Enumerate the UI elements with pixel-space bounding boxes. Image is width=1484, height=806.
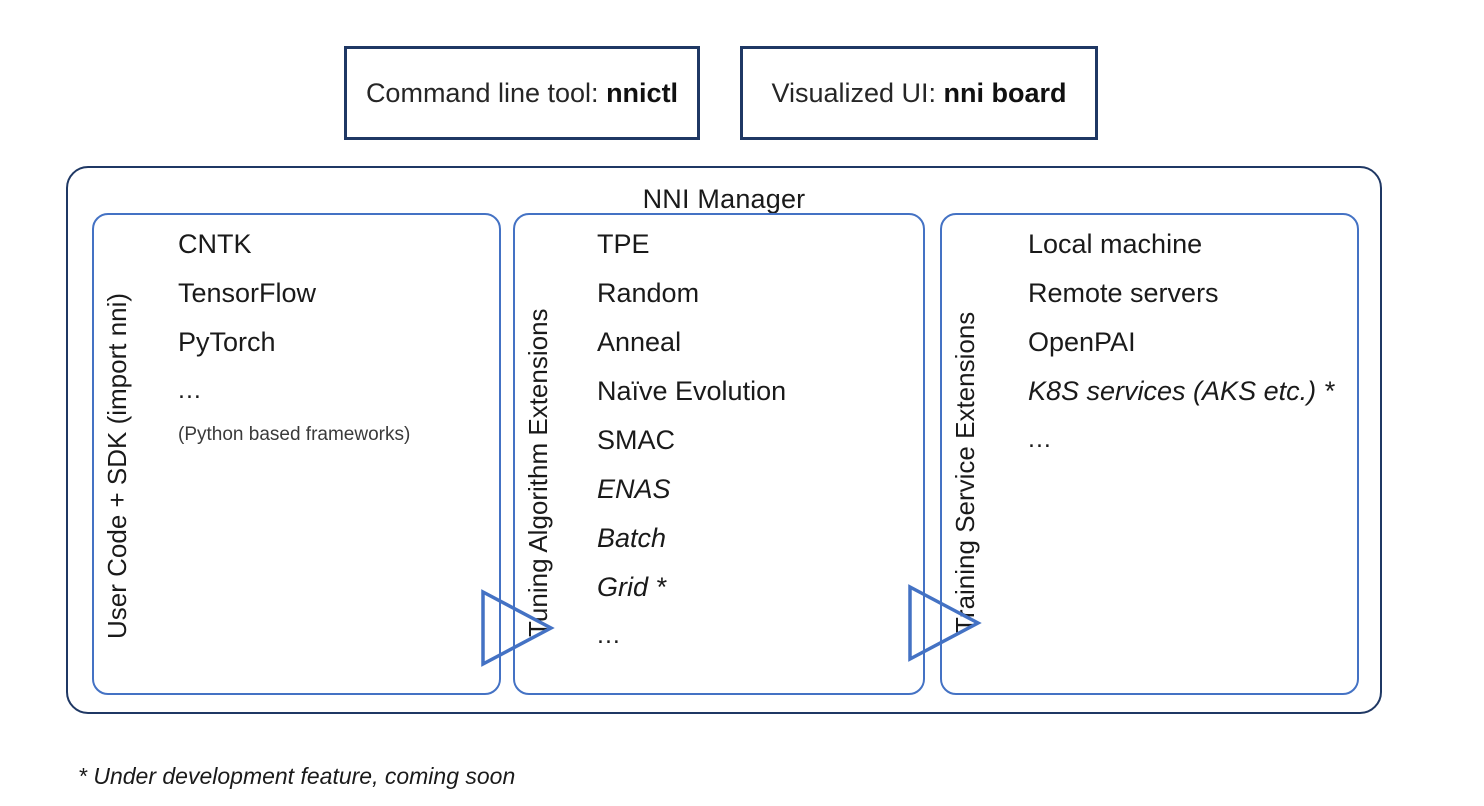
arrow-right-icon (478, 588, 556, 668)
list-item: K8S services (AKS etc.) * (1028, 376, 1335, 406)
list-item: CNTK (178, 229, 252, 259)
footnote: * Under development feature, coming soon (78, 763, 516, 789)
list-item: OpenPAI (1028, 327, 1136, 357)
panel-tuning-algorithms-vertical-label: Tuning Algorithm Extensions (522, 308, 553, 637)
visualized-ui-prefix: Visualized UI: (771, 77, 944, 108)
visualized-ui-box: Visualized UI: nni board (740, 46, 1098, 140)
list-item: TPE (597, 229, 650, 259)
command-line-tool-prefix: Command line tool: (365, 77, 607, 108)
list-item: TensorFlow (178, 278, 317, 308)
list-item-ellipsis: ... (597, 621, 621, 649)
list-item: Grid * (597, 572, 667, 602)
list-item-note: (Python based frameworks) (178, 424, 411, 445)
list-item: PyTorch (178, 327, 276, 357)
panel-training-services-list: Local machine Remote servers OpenPAI K8S… (1028, 231, 1349, 474)
command-line-tool-box: Command line tool: nnictl (344, 46, 700, 140)
list-item: Naïve Evolution (597, 376, 787, 406)
panel-user-code-list: CNTK TensorFlow PyTorch ... (Python base… (178, 231, 491, 460)
list-item: Remote servers (1028, 278, 1219, 308)
list-item: Random (597, 278, 700, 308)
command-line-tool-name: nnictl (606, 77, 679, 108)
panel-tuning-algorithms-list: TPE Random Anneal Naïve Evolution SMAC E… (597, 231, 915, 670)
visualized-ui-label: Visualized UI: nni board (771, 78, 1066, 109)
list-item-ellipsis: ... (1028, 425, 1052, 453)
command-line-tool-label: Command line tool: nnictl (366, 78, 678, 109)
panel-training-services-vertical-label: Training Service Extensions (949, 311, 980, 633)
list-item: Batch (597, 523, 667, 553)
nni-manager-title: NNI Manager (642, 184, 806, 214)
panel-training-services: Training Service Extensions Local machin… (940, 213, 1359, 695)
panel-user-code-vertical-label: User Code + SDK (import nni) (101, 292, 132, 639)
list-item: SMAC (597, 425, 676, 455)
visualized-ui-name: nni board (943, 77, 1067, 108)
panel-user-code: User Code + SDK (import nni) CNTK Tensor… (92, 213, 501, 695)
panel-tuning-algorithms: Tuning Algorithm Extensions TPE Random A… (513, 213, 925, 695)
arrow-right-icon (905, 583, 983, 663)
list-item: ENAS (597, 474, 671, 504)
list-item-ellipsis: ... (178, 376, 202, 404)
list-item: Local machine (1028, 229, 1203, 259)
list-item: Anneal (597, 327, 682, 357)
